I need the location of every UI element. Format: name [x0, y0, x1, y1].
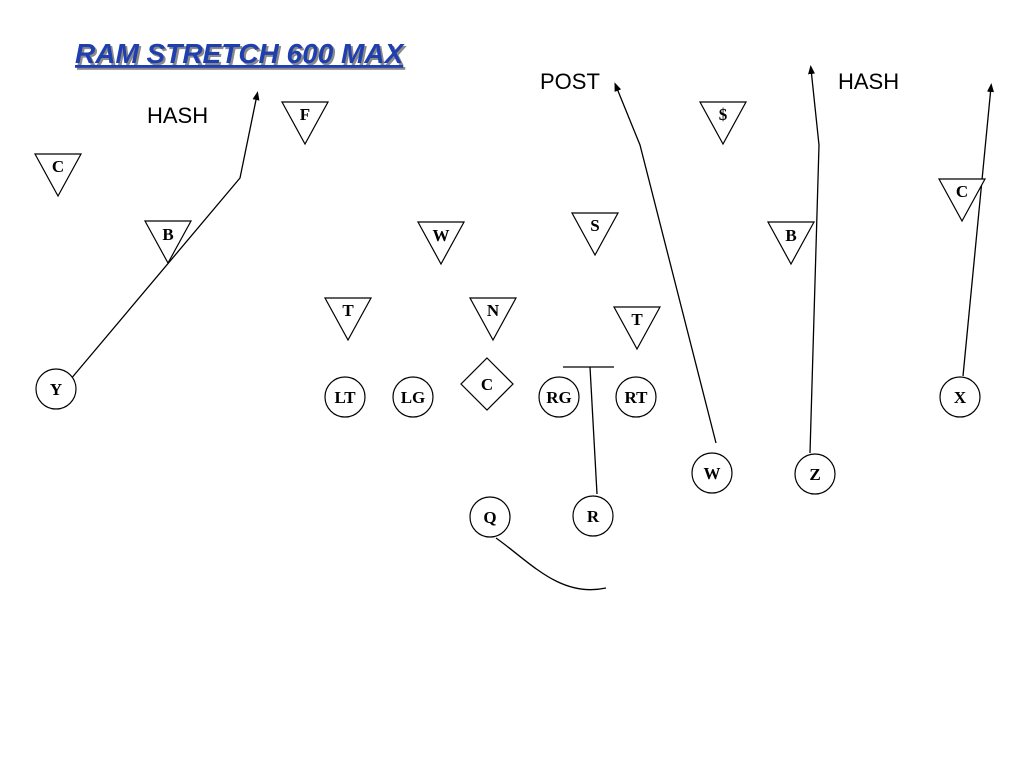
player-lt: LT: [324, 376, 366, 418]
defender-w: W: [416, 221, 466, 266]
player-center: C: [460, 357, 514, 411]
defender-t-left: T: [323, 297, 373, 342]
defender-c-left: C: [33, 153, 83, 198]
defender-label: W: [433, 226, 450, 245]
play-title-shadow: RAM STRETCH 600 MAX: [77, 40, 408, 71]
z-route-hash: [808, 65, 820, 454]
player-label: C: [481, 375, 493, 394]
offense: Y LT LG C RG RT X W: [35, 357, 981, 538]
r-block-path: [589, 366, 598, 495]
defense: C F B W S $ B C: [33, 101, 987, 351]
player-z: Z: [794, 453, 836, 495]
player-label: RT: [624, 388, 648, 407]
play-title: RAM STRETCH 600 MAX RAM STRETCH 600 MAX: [75, 38, 408, 71]
q-drop-path: [495, 537, 607, 591]
player-x: X: [939, 376, 981, 418]
player-label: Q: [483, 508, 496, 527]
player-rg: RG: [538, 376, 580, 418]
defender-b-right: B: [766, 221, 816, 266]
player-r: R: [572, 495, 614, 537]
player-label: RG: [546, 388, 572, 407]
player-label: LT: [334, 388, 356, 407]
y-route-hash: [69, 91, 260, 381]
player-lg: LG: [392, 376, 434, 418]
player-label: W: [704, 464, 721, 483]
defender-f: F: [280, 101, 330, 146]
play-title-text: RAM STRETCH 600 MAX: [75, 38, 406, 69]
player-w: W: [691, 452, 733, 494]
post-label: POST: [540, 69, 600, 94]
player-rt: RT: [615, 376, 657, 418]
defender-label: B: [162, 225, 173, 244]
player-label: LG: [401, 388, 426, 407]
x-route-go: [962, 83, 995, 377]
defender-label: N: [487, 301, 500, 320]
defender-label: S: [590, 216, 599, 235]
player-q: Q: [469, 496, 511, 538]
player-label: X: [954, 388, 967, 407]
defender-b-left: B: [143, 220, 193, 265]
defender-label: $: [719, 105, 728, 124]
defender-t-right: T: [612, 306, 662, 351]
hash-right-label: HASH: [838, 69, 899, 94]
player-label: R: [587, 507, 600, 526]
defender-n: N: [468, 297, 518, 342]
defender-s: S: [570, 212, 620, 257]
defender-label: C: [52, 157, 64, 176]
hash-left-label: HASH: [147, 103, 208, 128]
routes: [69, 65, 995, 591]
player-y: Y: [35, 368, 77, 410]
defender-dollar: $: [698, 101, 748, 146]
defender-label: F: [300, 105, 310, 124]
defender-label: C: [956, 182, 968, 201]
player-label: Y: [50, 380, 62, 399]
defender-label: T: [342, 301, 354, 320]
defender-label: T: [631, 310, 643, 329]
w-route-post: [614, 82, 717, 444]
defender-label: B: [785, 226, 796, 245]
player-label: Z: [809, 465, 820, 484]
defender-c-right: C: [937, 178, 987, 223]
